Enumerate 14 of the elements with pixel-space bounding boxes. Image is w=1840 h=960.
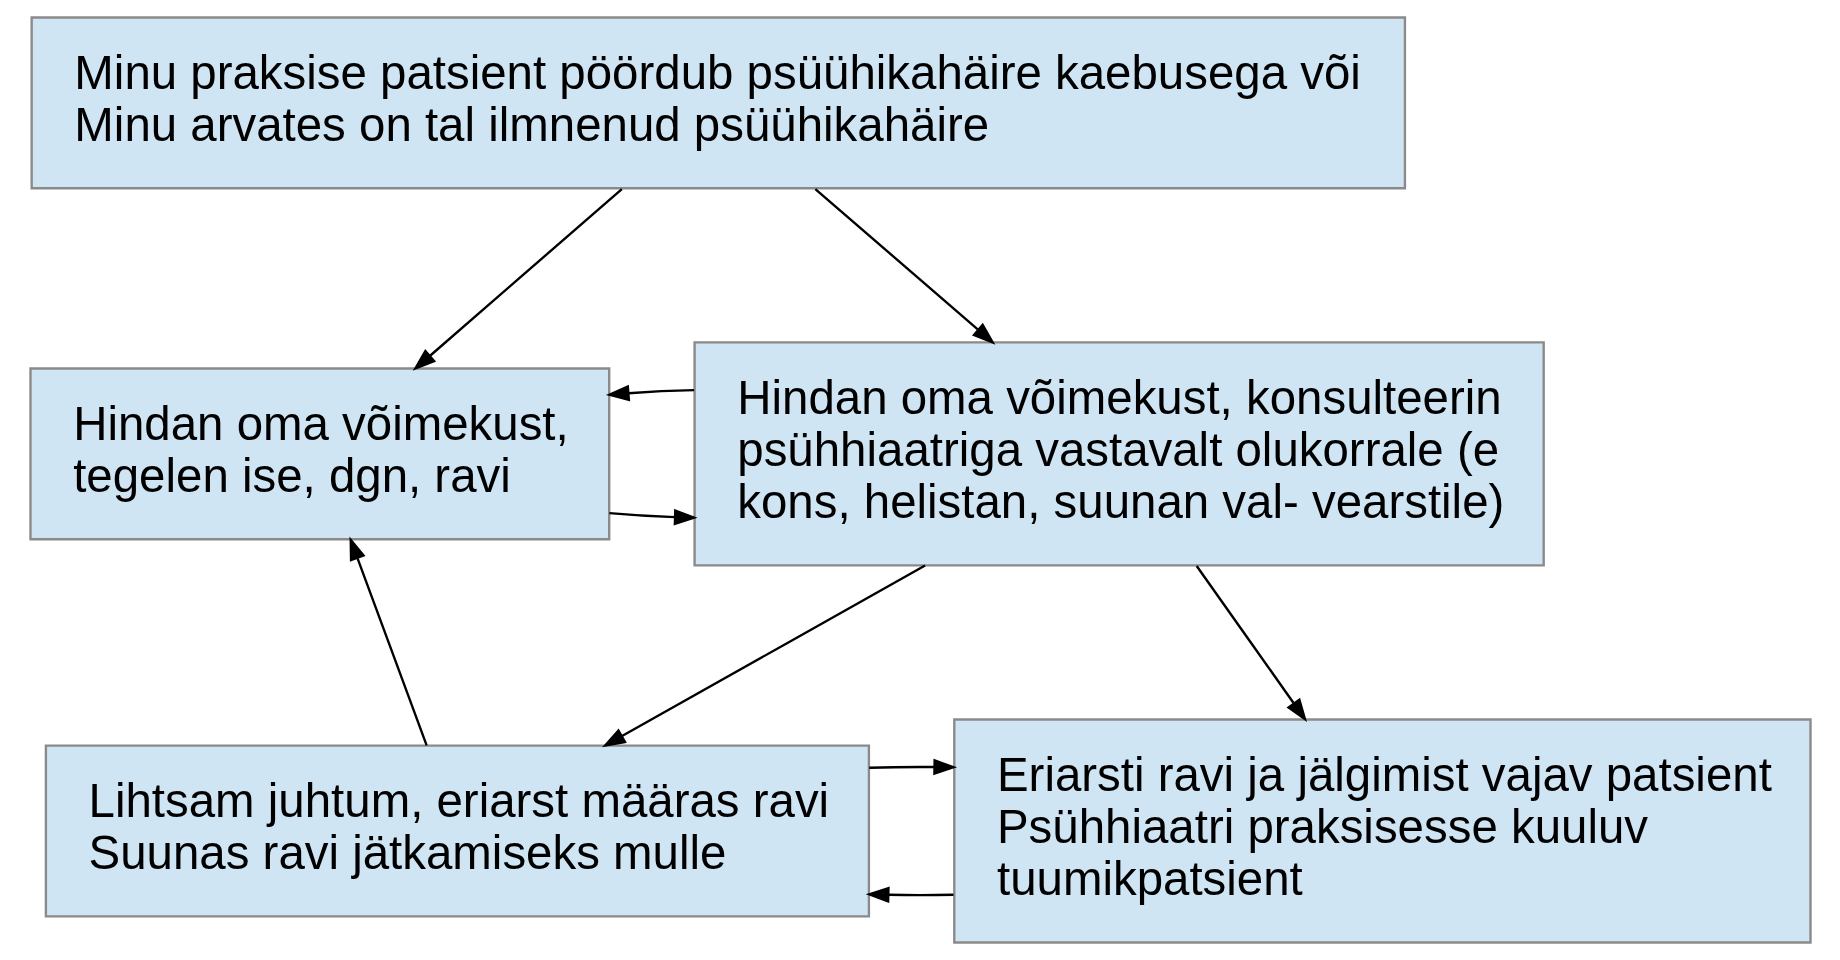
- node-box: Eriarsti ravi ja jälgimist vajav patsient Psühhiaatri praksisesse kuuluv tuumikpatsient: [952, 718, 1812, 944]
- arrow: [814, 188, 995, 345]
- arrow: [865, 886, 953, 904]
- node-box: Hindan oma võimekust, tegelen ise, dgn, ravi: [28, 367, 610, 541]
- arrow: [349, 536, 428, 746]
- arrow: [605, 384, 694, 402]
- arrow: [1195, 565, 1307, 722]
- arrow: [868, 758, 957, 776]
- arrow: [608, 508, 698, 526]
- arrow: [412, 188, 623, 371]
- arrow: [601, 564, 926, 748]
- node-box: Minu praksise patsient pöördub psüühikahäire kaebusega või Minu arvates on tal ilmnenud psüühikahäire: [30, 16, 1406, 190]
- node-box: Lihtsam juhtum, eriarst määras ravi Suunas ravi jätkamiseks mulle: [44, 744, 870, 918]
- node-box: Hindan oma võimekust, konsulteerin psühhiaatriga vastavalt olukorrale (e kons, helistan, suunan val- vearstile): [692, 341, 1545, 567]
